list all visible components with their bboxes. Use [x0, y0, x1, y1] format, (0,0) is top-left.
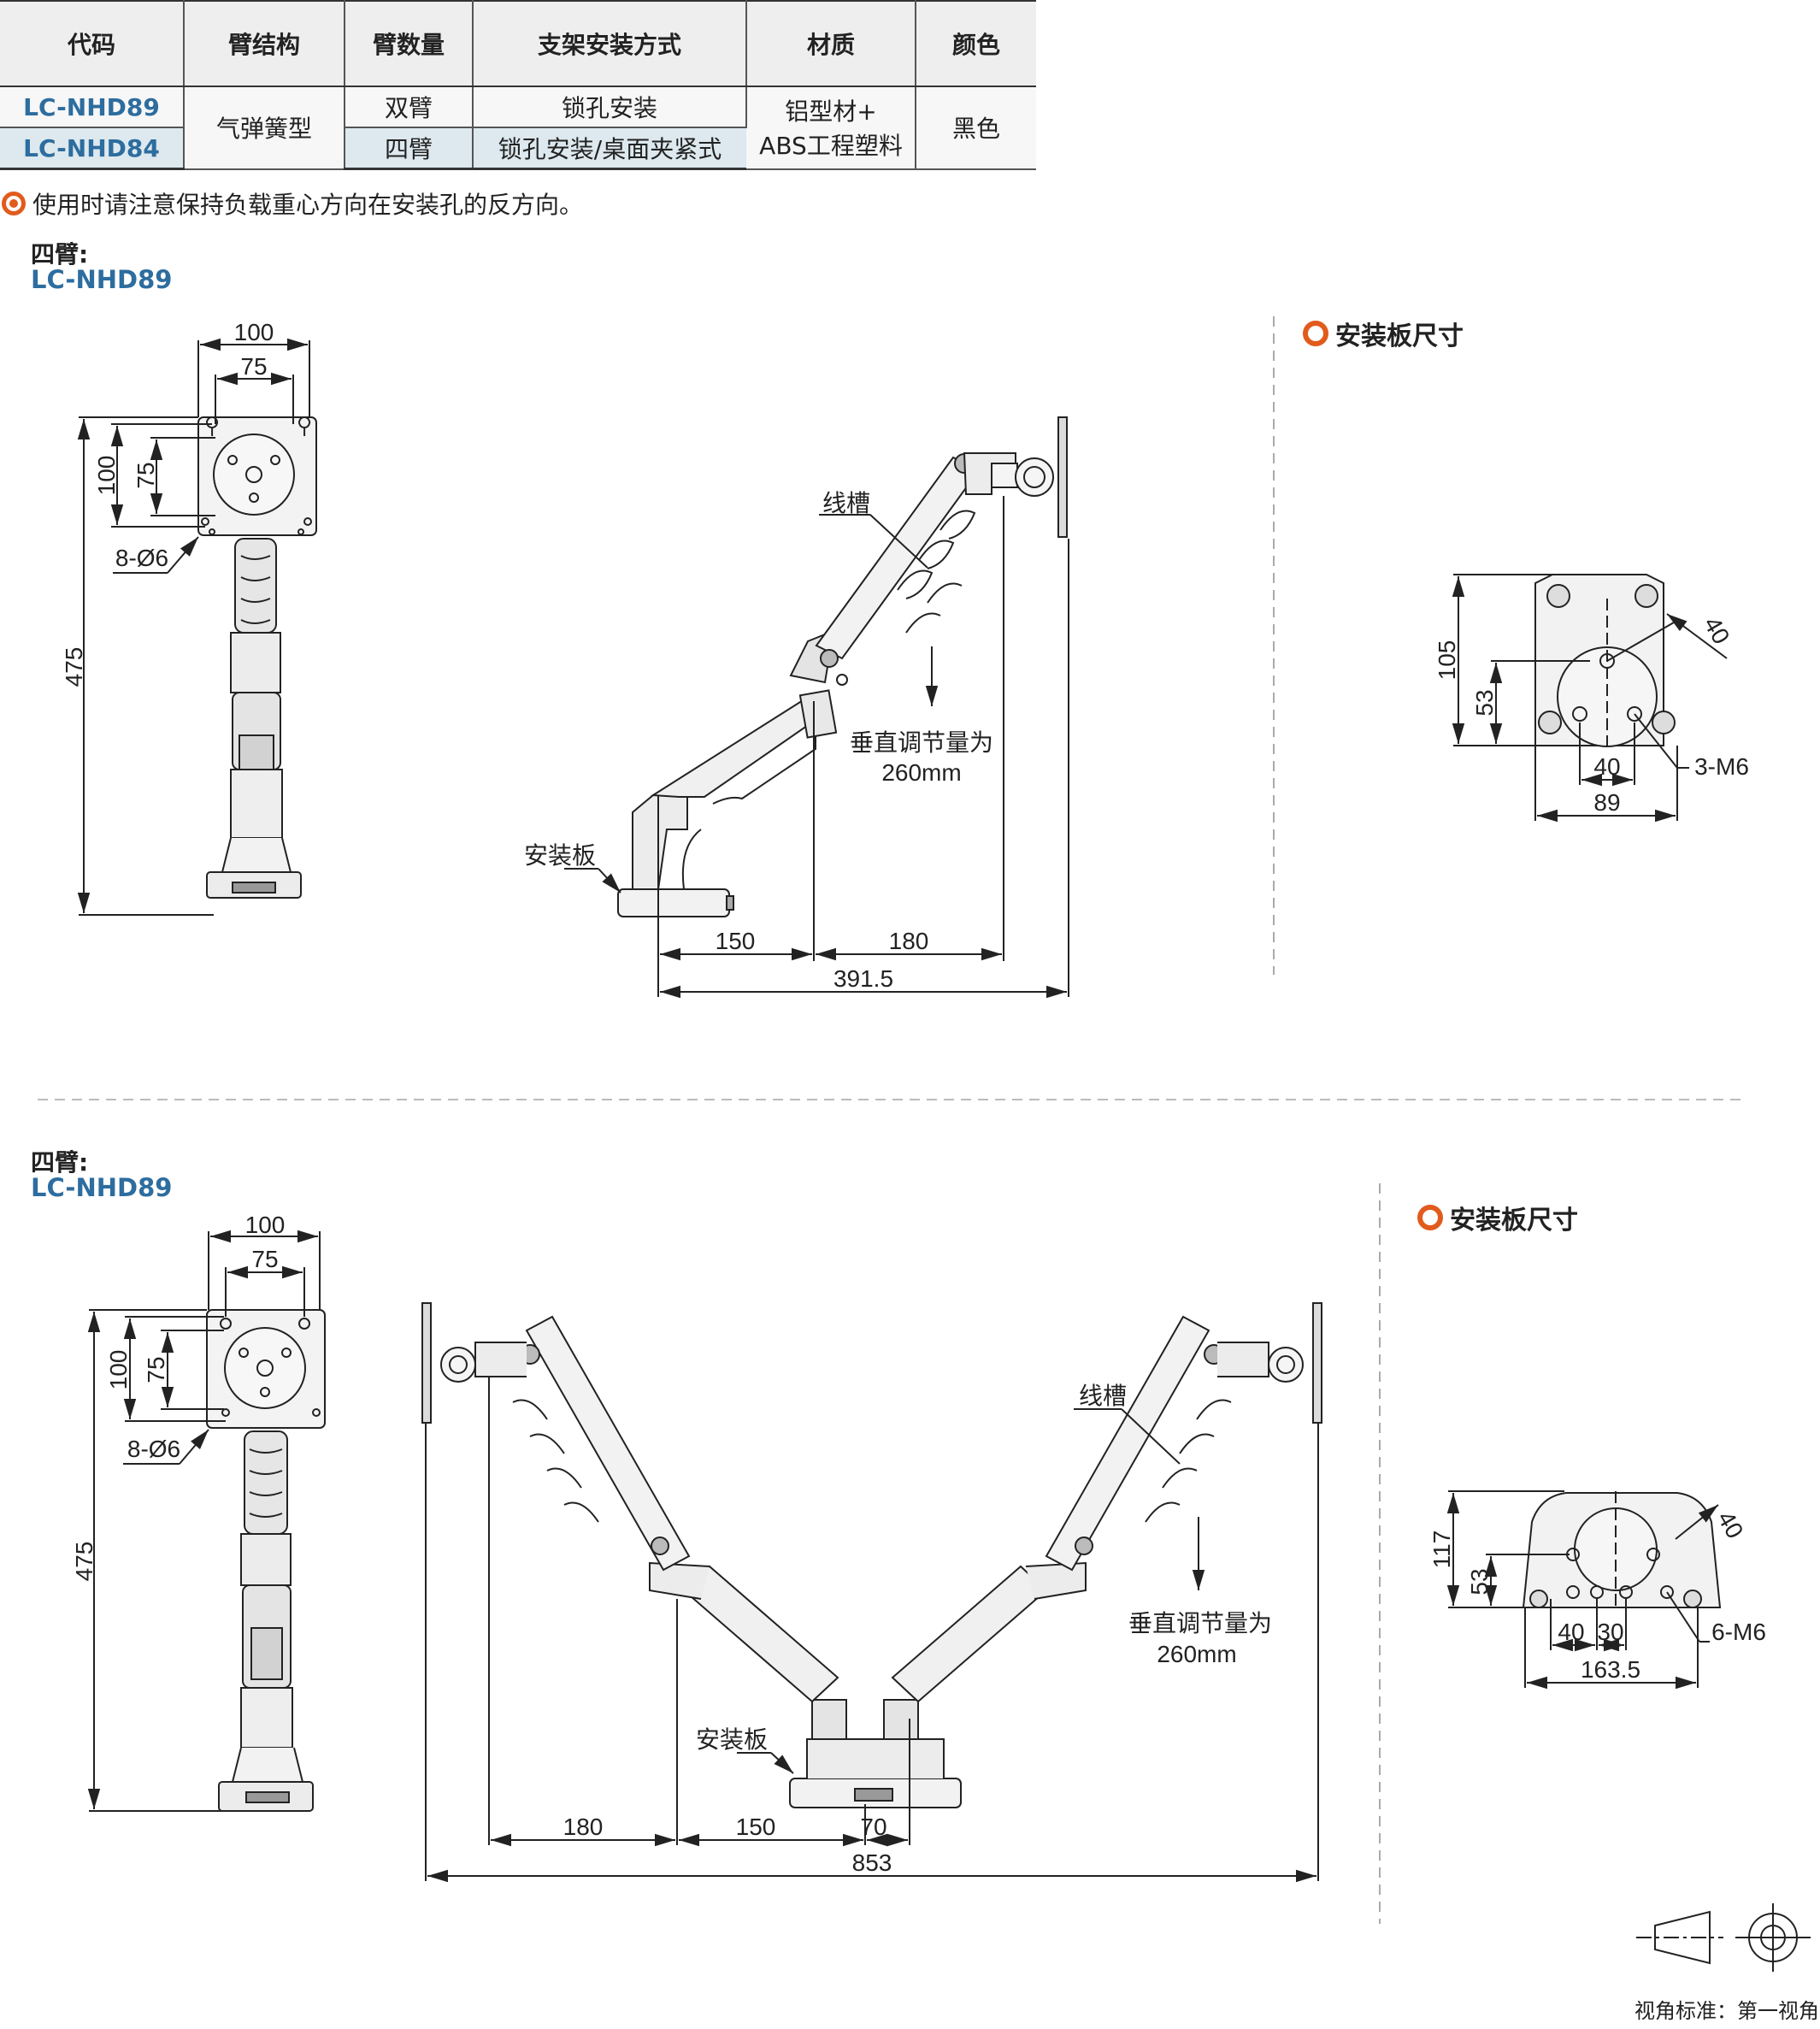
label-vertical-value: 260mm — [1157, 1641, 1236, 1667]
material-line2: ABS工程塑料 — [759, 132, 903, 161]
header-mount: 支架安装方式 — [473, 0, 747, 87]
label-vertical: 垂直调节量为 — [850, 729, 993, 756]
header-code: 代码 — [0, 0, 185, 87]
structure-cell: 气弹簧型 — [184, 86, 345, 170]
plate-dim-40b: 40 — [1593, 753, 1620, 780]
first-angle-projection-symbol — [1636, 1903, 1811, 1972]
plate-dim-117: 117 — [1428, 1531, 1455, 1569]
mount-cell: 锁孔安装 — [473, 86, 747, 128]
label-groove: 线槽 — [822, 490, 870, 516]
mount-cell: 锁孔安装/桌面夹紧式 — [473, 127, 746, 170]
section2-side-view — [87, 1230, 326, 1812]
section1-arm-view — [564, 416, 1069, 999]
plate-dim-163: 163.5 — [1581, 1656, 1640, 1683]
note-text: 使用时请注意保持负载重心方向在安装孔的反方向。 — [32, 191, 584, 219]
dim-v100: 100 — [93, 456, 120, 496]
arm-count-cell: 双臂 — [345, 86, 474, 128]
section1-plate-title: 安装板尺寸 — [1303, 315, 1464, 352]
header-arm-count: 臂数量 — [345, 0, 474, 87]
table-row: LC-NHD89 气弹簧型 双臂 锁孔安装 铝型材+ ABS工程塑料 黑色 — [0, 86, 1036, 170]
header-color: 颜色 — [916, 0, 1036, 87]
section1-arms-label: 四臂: — [31, 240, 89, 268]
plate-dim-40a: 40 — [1712, 1507, 1748, 1542]
plate-dim-53: 53 — [1471, 689, 1498, 716]
section2-plate-title: 安装板尺寸 — [1417, 1199, 1578, 1236]
color-cell: 黑色 — [916, 86, 1036, 170]
dim-100: 100 — [245, 1212, 286, 1238]
code-cell: LC-NHD89 — [0, 86, 185, 128]
plate-dim-105: 105 — [1434, 640, 1460, 681]
plate-dim-40b: 40 — [1558, 1619, 1584, 1645]
ring-icon — [1417, 1205, 1443, 1230]
plate-dim-40a: 40 — [1699, 612, 1735, 648]
arm-count-cell: 四臂 — [345, 127, 474, 170]
label-plate: 安装板 — [524, 842, 596, 869]
dim-75: 75 — [251, 1246, 278, 1272]
usage-note: 使用时请注意保持负载重心方向在安装孔的反方向。 — [2, 186, 583, 221]
label-plate: 安装板 — [696, 1726, 768, 1753]
section2-plate-view — [1446, 1490, 1722, 1690]
ring-icon — [1303, 321, 1328, 346]
dim-v100: 100 — [105, 1350, 132, 1390]
bullet-icon — [2, 192, 26, 215]
table-row: LC-NHD84 四臂 锁孔安装/桌面夹紧式 — [0, 127, 1036, 170]
plate-holes: 6-M6 — [1711, 1619, 1766, 1645]
dim-150: 150 — [716, 928, 756, 954]
dim-150: 150 — [736, 1814, 776, 1840]
dim-391: 391.5 — [833, 965, 893, 992]
dim-180: 180 — [889, 928, 929, 954]
dim-180: 180 — [563, 1814, 604, 1840]
label-vertical-value: 260mm — [881, 759, 961, 786]
section2-arms-label: 四臂: — [31, 1148, 89, 1177]
section1-code: LC-NHD89 — [31, 265, 173, 294]
section2-code: LC-NHD89 — [31, 1173, 173, 1202]
dim-475: 475 — [61, 647, 87, 687]
material-cell: 铝型材+ ABS工程塑料 — [746, 86, 916, 170]
spec-table: 代码 臂结构 臂数量 支架安装方式 材质 颜色 LC-NHD89 气弹簧型 双臂… — [0, 0, 1036, 170]
dim-holes: 8-Ø6 — [127, 1436, 180, 1462]
view-standard-label: 视角标准：第一视角 — [1634, 2000, 1819, 2023]
label-vertical: 垂直调节量为 — [1128, 1610, 1272, 1637]
dim-holes: 8-Ø6 — [115, 545, 168, 571]
dim-70: 70 — [860, 1814, 886, 1840]
dim-100: 100 — [234, 319, 274, 345]
material-line1: 铝型材+ — [785, 97, 877, 127]
header-structure: 臂结构 — [184, 0, 345, 87]
plate-dim-30: 30 — [1597, 1619, 1623, 1645]
plate-dim-89: 89 — [1593, 789, 1620, 816]
dim-v75: 75 — [143, 1356, 169, 1383]
plate-dim-53: 53 — [1466, 1568, 1493, 1595]
dim-475: 475 — [71, 1542, 97, 1582]
plate-holes: 3-M6 — [1694, 753, 1749, 780]
dim-75: 75 — [240, 353, 267, 380]
label-groove: 线槽 — [1079, 1383, 1127, 1409]
section1-plate-view — [1452, 574, 1728, 823]
header-material: 材质 — [746, 0, 916, 87]
code-cell: LC-NHD84 — [0, 127, 185, 170]
section1-side-view — [77, 338, 317, 916]
dim-v75: 75 — [133, 462, 159, 488]
section2-arm-view — [421, 1302, 1322, 1883]
dim-853: 853 — [852, 1849, 892, 1876]
